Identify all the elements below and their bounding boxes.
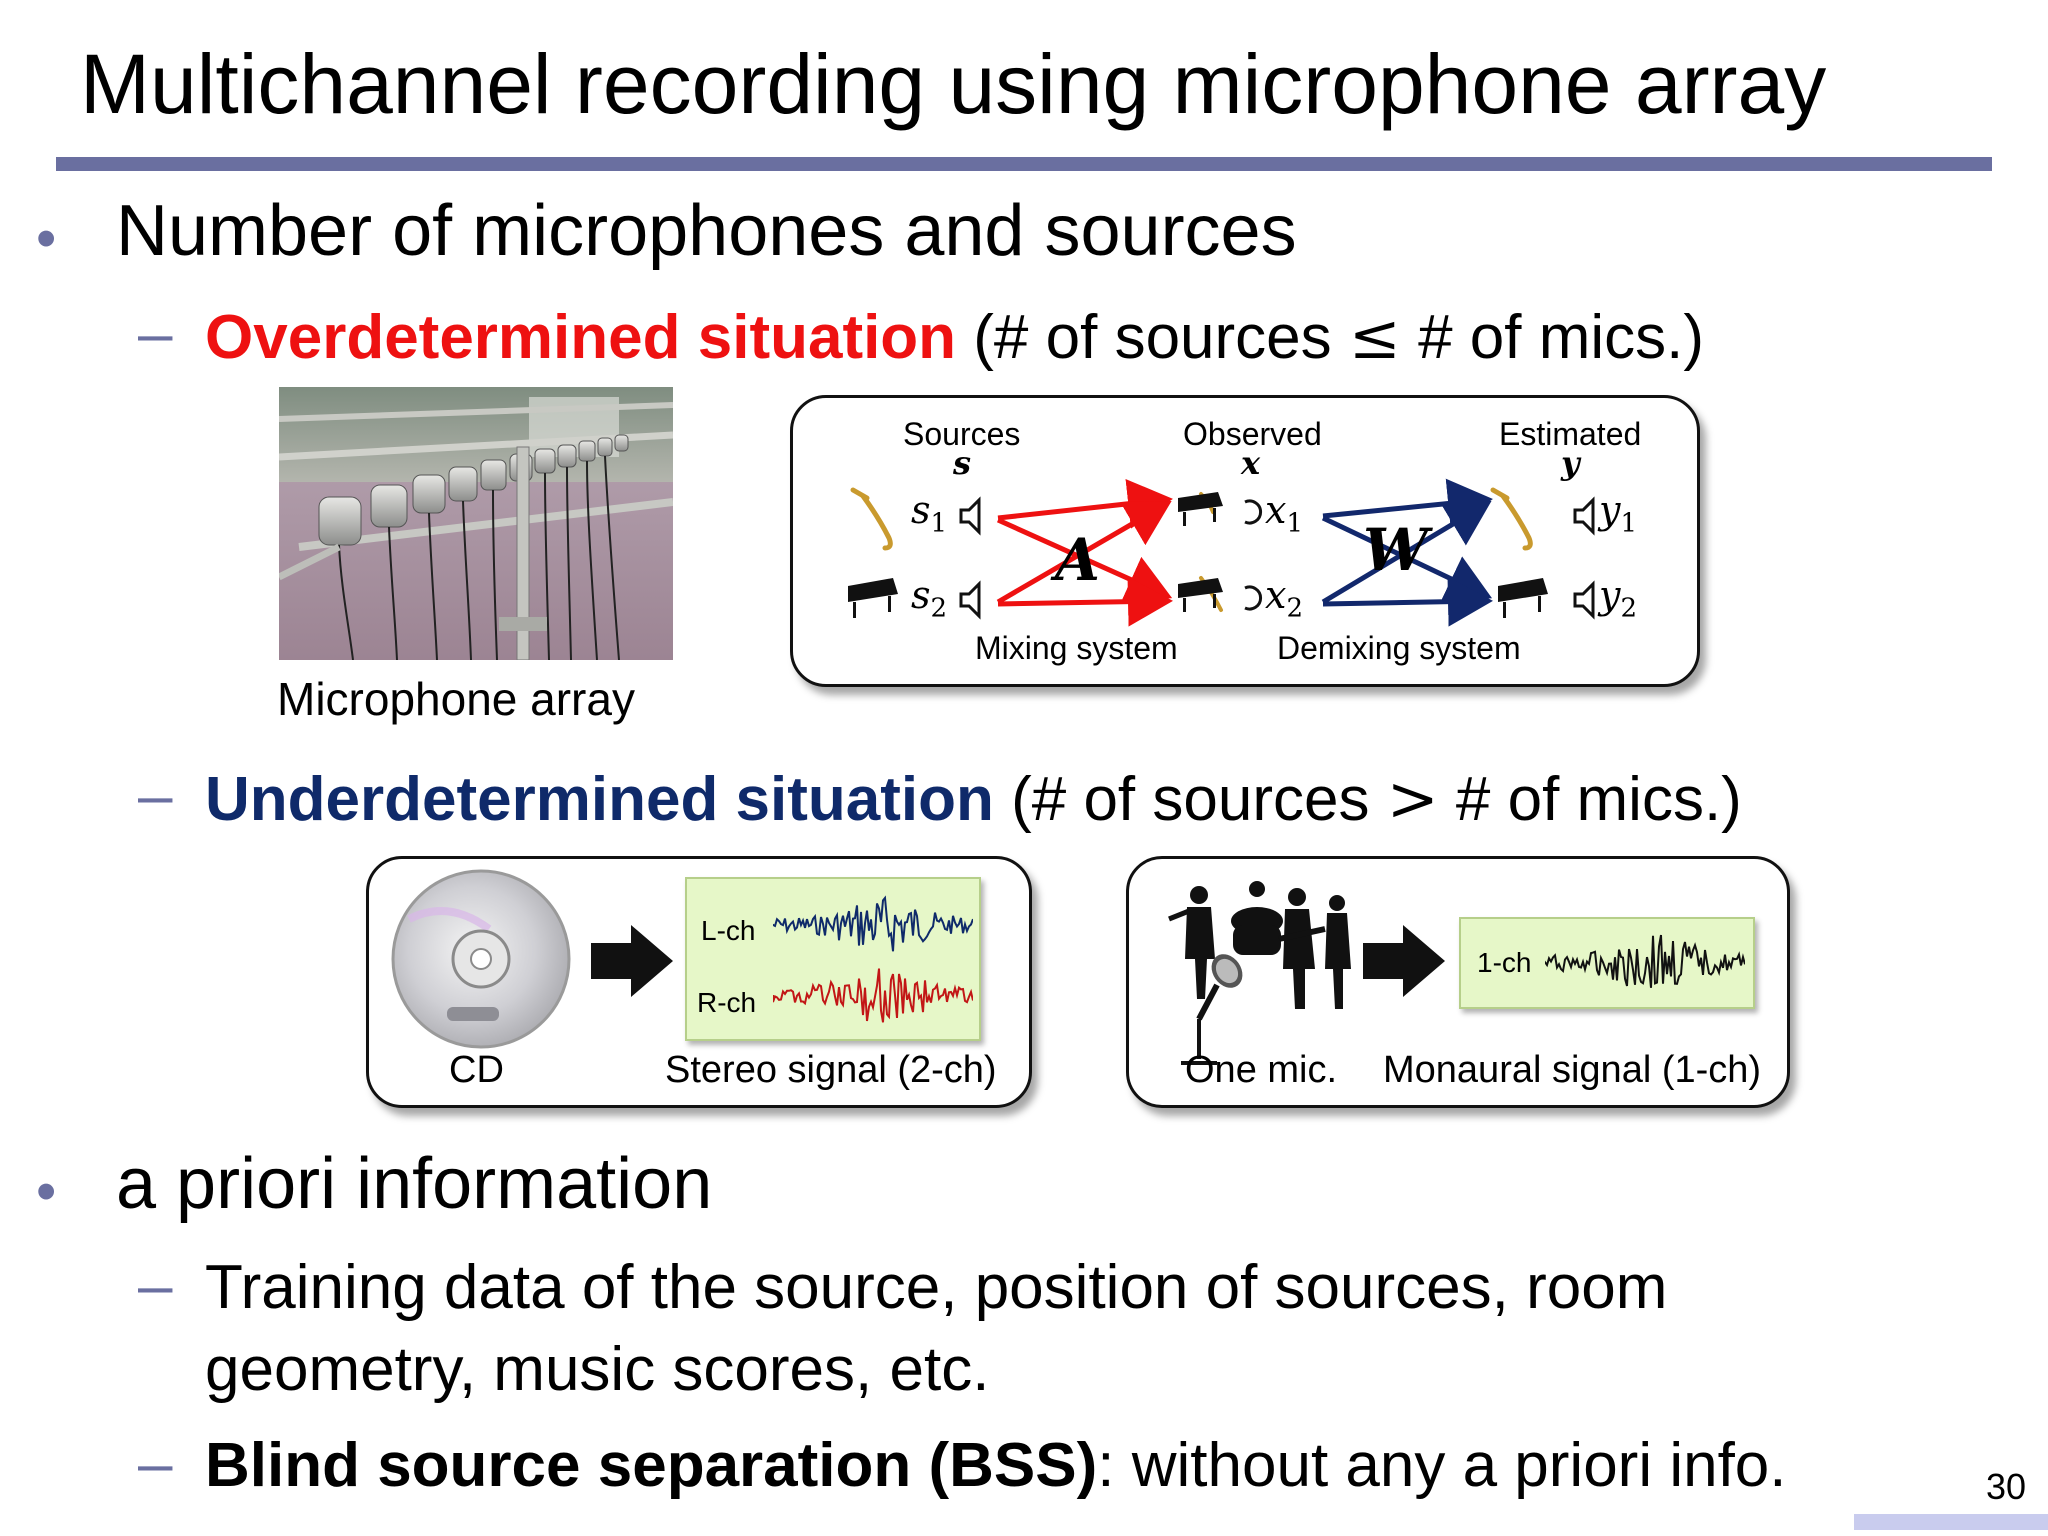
slide-title: Multichannel recording using microphone …	[80, 37, 1827, 131]
estimated-symbol: y	[1561, 444, 1580, 482]
bullet-number-of-mics: Number of microphones and sources	[116, 191, 1297, 271]
observed-symbol: x	[1241, 444, 1261, 482]
bullet-dot: •	[36, 206, 57, 271]
stereo-signal-box: L-ch R-ch	[685, 877, 981, 1041]
stereo-panel: L-ch R-ch CD Stereo signal (2-ch)	[366, 856, 1032, 1108]
mono-channel-label: 1-ch	[1477, 947, 1532, 978]
piano-icon	[1498, 578, 1548, 618]
sources-symbol: s	[953, 444, 972, 482]
band-silhouette-icon	[1168, 881, 1351, 1009]
saxophone-icon	[850, 487, 893, 551]
loudspeaker-icon	[959, 496, 981, 536]
loudspeaker-icon	[1573, 496, 1595, 536]
microphone-stand-icon	[1181, 954, 1243, 1065]
training-data-line-2: geometry, music scores, etc.	[205, 1335, 990, 1404]
page-number-bar	[1854, 1514, 2048, 1530]
overdetermined-line: Overdetermined situation (# of sources ≤…	[205, 300, 1705, 373]
monaural-signal-caption: Monaural signal (1-ch)	[1383, 1049, 1762, 1091]
microphone-array-caption: Microphone array	[277, 673, 635, 725]
piano-icon	[848, 578, 898, 618]
microphone-icon	[1244, 499, 1263, 525]
right-channel-label: R-ch	[697, 987, 757, 1018]
bullet-dot: •	[36, 1159, 57, 1224]
source-1-symbol: s1	[911, 488, 948, 539]
left-channel-label: L-ch	[701, 915, 756, 946]
right-arrow-icon	[1363, 925, 1445, 997]
piano-icon	[1178, 492, 1223, 526]
stereo-signal-caption: Stereo signal (2-ch)	[665, 1049, 997, 1091]
title-underline	[56, 157, 1992, 171]
mixing-system-label: Mixing system	[975, 630, 1178, 666]
sub-bullet-dash: –	[138, 1429, 173, 1498]
bss-label: Blind source separation (BSS)	[205, 1431, 1098, 1500]
microphone-array-photo	[279, 387, 673, 660]
right-channel-waveform	[773, 968, 973, 1023]
mono-panel: 1-ch One mic. Monaural signal (1-ch)	[1126, 856, 1790, 1108]
training-data-line-1: Training data of the source, position of…	[205, 1253, 1668, 1322]
stereo-waveforms	[773, 895, 973, 1023]
loudspeaker-icon	[959, 580, 981, 620]
observed-2-symbol: x2	[1265, 573, 1303, 624]
estimated-1-symbol: y1	[1599, 488, 1638, 539]
one-mic-caption: One mic.	[1185, 1049, 1338, 1091]
mono-signal-box: 1-ch	[1459, 917, 1755, 1009]
demixing-matrix-symbol: W	[1363, 516, 1429, 584]
saxophone-icon	[1490, 487, 1533, 551]
bss-diagram-panel: Sources s Observed x Estimated y s1 s2 x…	[790, 395, 1700, 687]
bullet-a-priori: a priori information	[116, 1144, 713, 1224]
mono-waveform-area	[1545, 934, 1745, 988]
sub-bullet-dash: –	[138, 1251, 173, 1320]
left-channel-waveform	[773, 895, 973, 952]
page-number: 30	[1985, 1466, 2026, 1507]
mixing-matrix-symbol: A	[1055, 526, 1101, 594]
sources-header: Sources	[903, 416, 1021, 452]
underdetermined-label: Underdetermined situation	[205, 765, 994, 834]
underdetermined-line: Underdetermined situation (# of sources …	[205, 762, 1742, 835]
microphone-icon	[1244, 585, 1263, 611]
sub-bullet-dash: –	[138, 299, 173, 368]
estimated-header: Estimated	[1499, 416, 1642, 452]
observed-header: Observed	[1183, 416, 1322, 452]
observed-1-symbol: x1	[1265, 488, 1303, 539]
sub-bullet-dash: –	[138, 761, 173, 830]
overdetermined-label: Overdetermined situation	[205, 303, 957, 372]
bss-line: Blind source separation (BSS): without a…	[205, 1431, 1787, 1500]
cd-icon	[391, 869, 571, 1049]
estimated-2-symbol: y2	[1599, 573, 1638, 624]
source-2-symbol: s2	[911, 573, 948, 624]
mono-waveform	[1545, 934, 1745, 988]
demixing-system-label: Demixing system	[1277, 630, 1521, 666]
right-arrow-icon	[591, 925, 673, 997]
loudspeaker-icon	[1573, 580, 1595, 620]
cd-caption: CD	[449, 1049, 504, 1091]
piano-icon	[1178, 578, 1223, 612]
